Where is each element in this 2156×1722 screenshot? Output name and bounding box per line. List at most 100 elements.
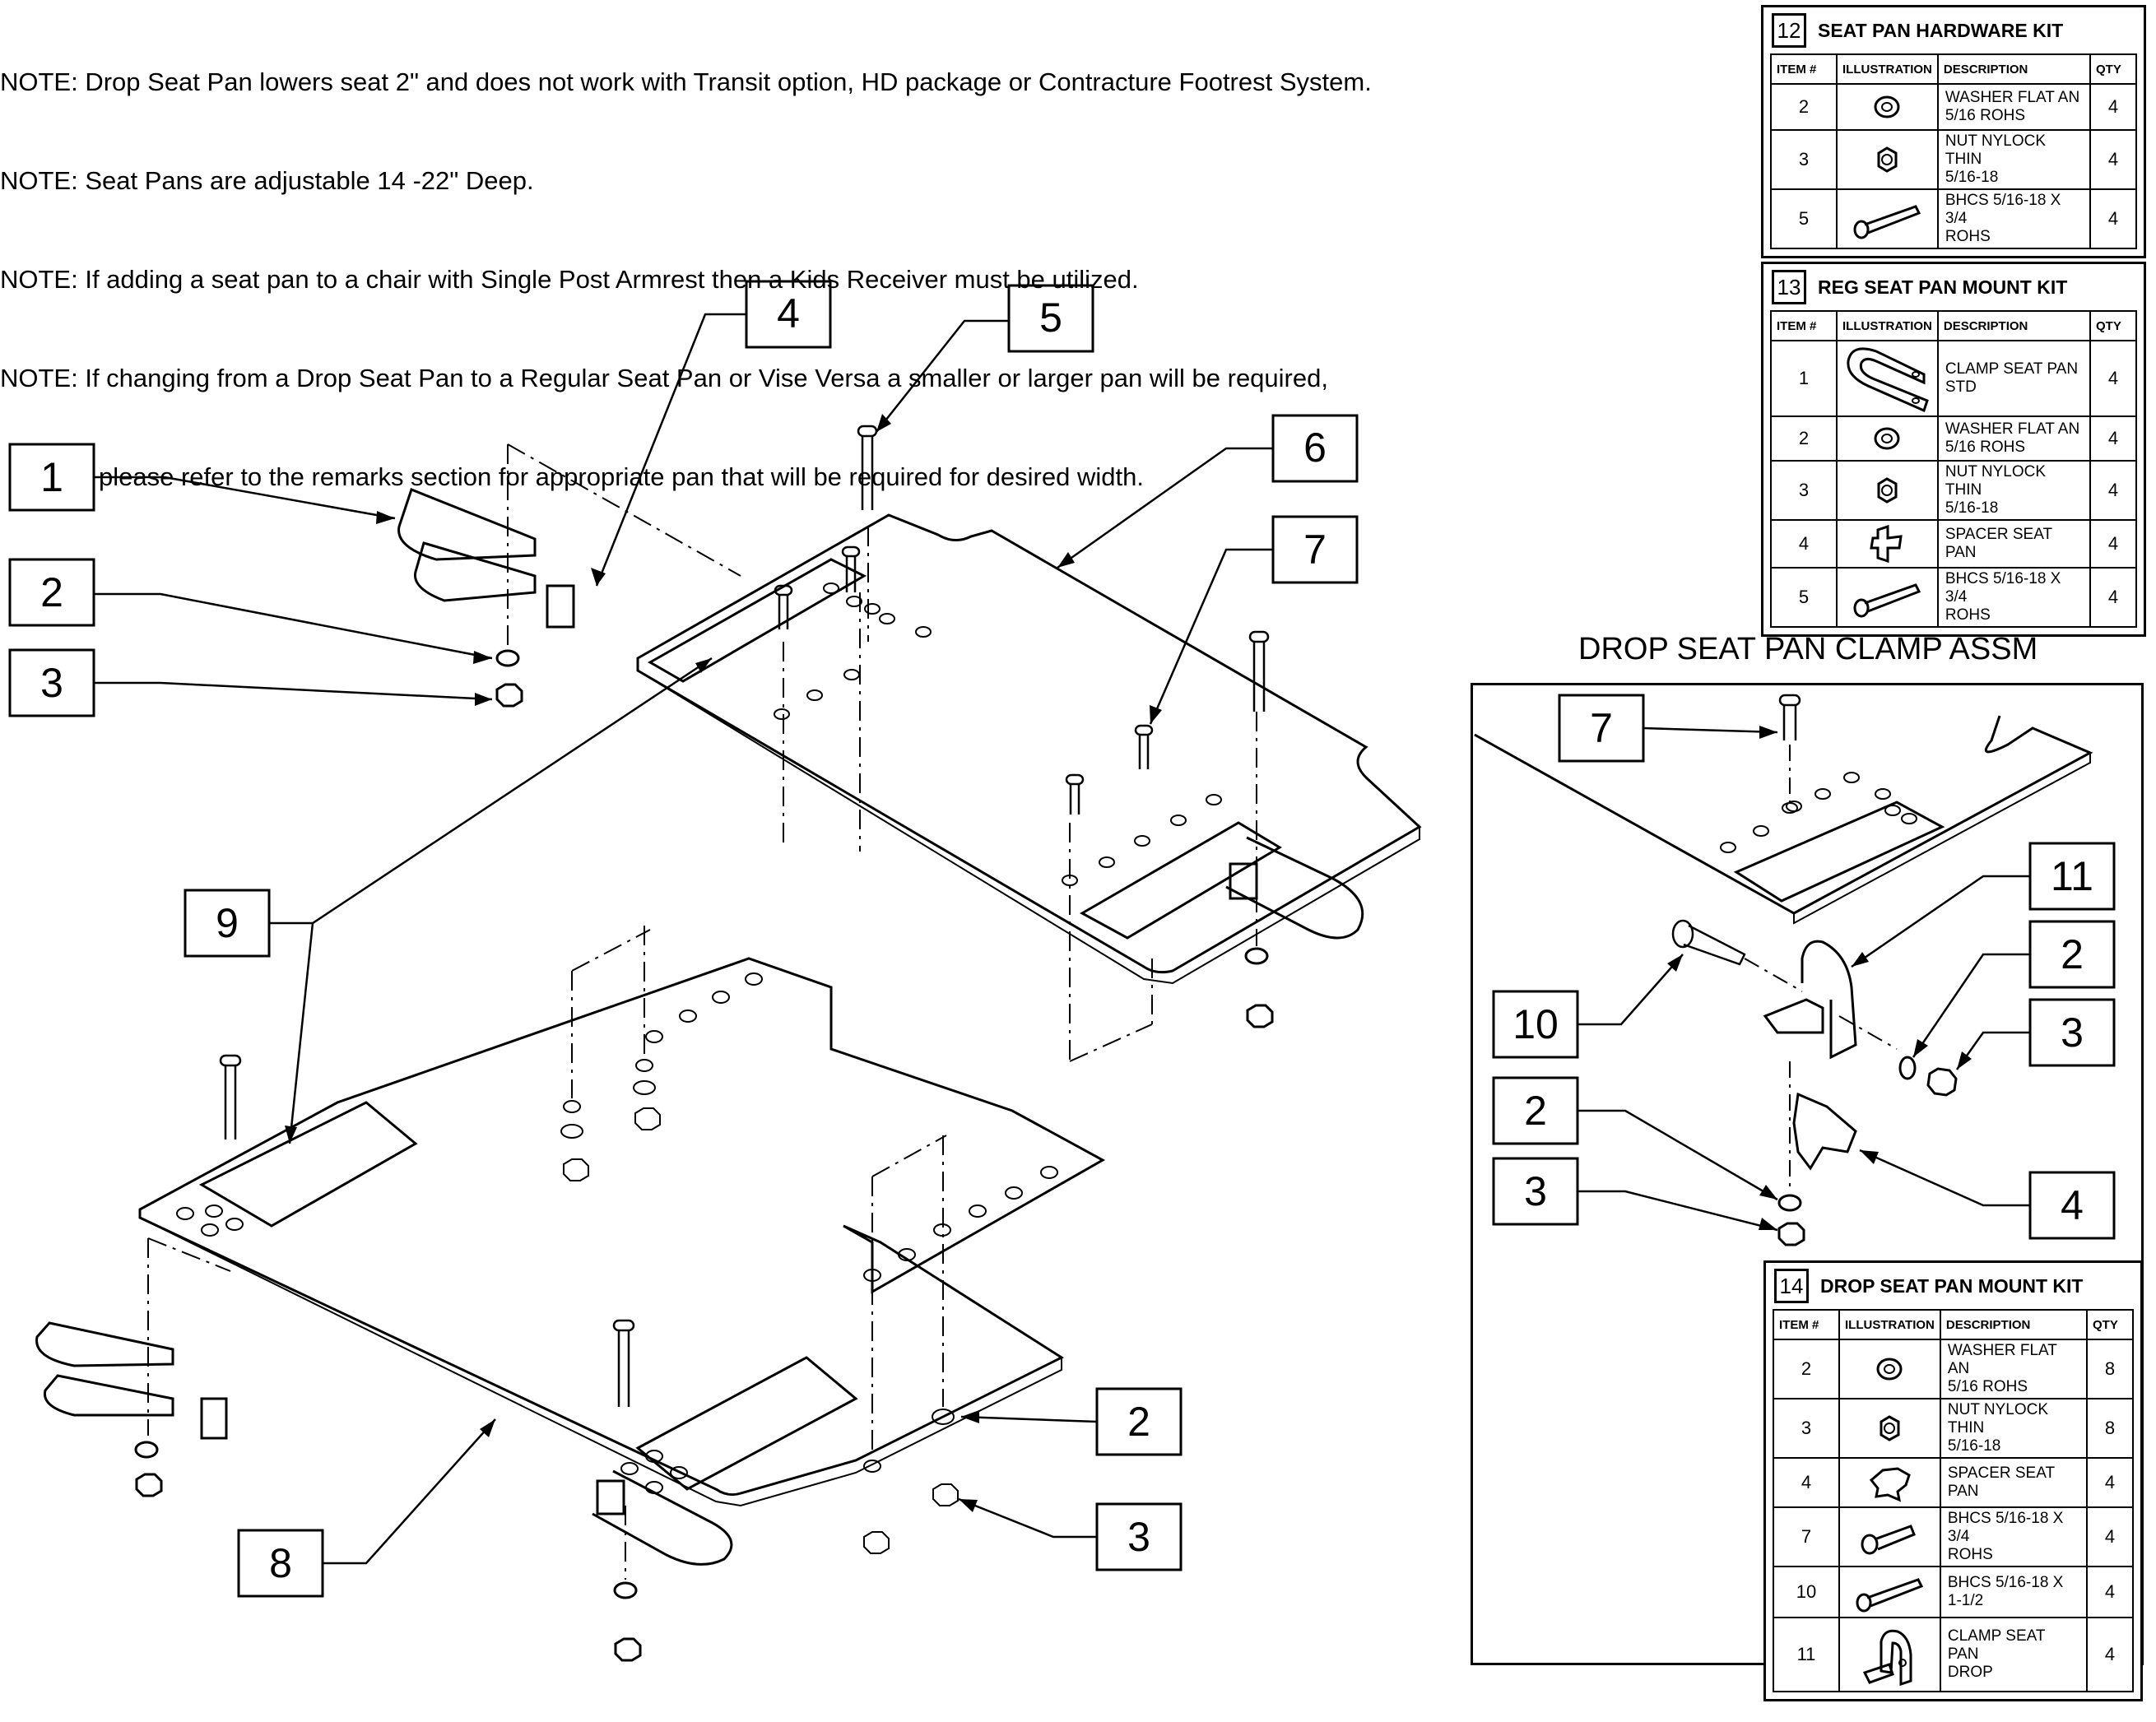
drop-clamp-icon bbox=[1763, 940, 1857, 1060]
spacer-icon bbox=[546, 584, 575, 629]
assembly-title: DROP SEAT PAN CLAMP ASSM bbox=[1578, 632, 2038, 666]
item-cell: 1 bbox=[1770, 340, 1838, 417]
spacer-icon bbox=[1792, 1092, 1857, 1171]
washer-icon bbox=[613, 1581, 638, 1599]
callout-3-lower: 3 bbox=[958, 1497, 1183, 1571]
assm-callout-3: 3 bbox=[1955, 998, 2116, 1070]
table-row: 4 SPACER SEAT PAN 4 bbox=[1770, 519, 2137, 569]
upper-pan-holes bbox=[774, 583, 1222, 886]
callout-2-lower: 2 bbox=[960, 1387, 1183, 1456]
callout-label: 3 bbox=[1524, 1168, 1547, 1214]
col-qty: QTY bbox=[2086, 1309, 2134, 1340]
drop-clamp-icon bbox=[1838, 1617, 1941, 1692]
callout-label: 2 bbox=[2061, 931, 2084, 977]
kit-title: SEAT PAN HARDWARE KIT bbox=[1818, 19, 2064, 41]
item-cell: 2 bbox=[1773, 1339, 1840, 1399]
qty-cell: 4 bbox=[2089, 567, 2137, 628]
kit-number: 12 bbox=[1772, 13, 1806, 48]
spacer-icon bbox=[1836, 519, 1939, 569]
clamp-icon bbox=[592, 1469, 733, 1566]
clamp-icon bbox=[35, 1321, 174, 1417]
col-qty: QTY bbox=[2089, 53, 2137, 85]
qty-cell: 4 bbox=[2086, 1506, 2134, 1567]
callout-label: 5 bbox=[1039, 295, 1062, 341]
assm-callout-3-lower: 3 bbox=[1492, 1157, 1778, 1232]
note-line: please refer to the remarks section for … bbox=[99, 462, 1144, 491]
callout-8: 8 bbox=[237, 1418, 496, 1598]
qty-cell: 8 bbox=[2086, 1339, 2134, 1399]
bolt-icon bbox=[774, 425, 1270, 815]
col-illustration: ILLUSTRATION bbox=[1838, 1309, 1941, 1340]
notes-block: NOTE: Drop Seat Pan lowers seat 2" and d… bbox=[0, 0, 1372, 527]
item-cell: 10 bbox=[1773, 1566, 1840, 1618]
washer-icon bbox=[495, 649, 520, 667]
spacer-icon bbox=[1838, 1457, 1941, 1508]
kit-table: ITEM # ILLUSTRATION DESCRIPTION QTY 1 CL… bbox=[1770, 310, 2137, 628]
upper-pan-pad bbox=[647, 558, 867, 683]
washer-icon bbox=[1836, 83, 1939, 131]
callout-5: 5 bbox=[876, 284, 1094, 433]
col-illustration: ILLUSTRATION bbox=[1836, 53, 1939, 85]
washer-icon bbox=[1777, 1194, 1802, 1212]
qty-cell: 4 bbox=[2089, 340, 2137, 417]
callout-label: 8 bbox=[269, 1540, 292, 1586]
item-cell: 2 bbox=[1770, 415, 1838, 462]
col-item: ITEM # bbox=[1770, 310, 1838, 341]
callout-label: 7 bbox=[1303, 527, 1327, 573]
assm-callout-2: 2 bbox=[1912, 920, 2116, 1058]
hardware-stack bbox=[560, 1059, 959, 1554]
long-bolt-icon bbox=[1671, 919, 1746, 966]
desc-cell: SPACER SEAT PAN bbox=[1936, 519, 2092, 569]
callout-label: 4 bbox=[2061, 1182, 2084, 1228]
qty-cell: 4 bbox=[2086, 1457, 2134, 1508]
assembly-pan-holes bbox=[1720, 772, 1917, 853]
washer-icon bbox=[1244, 947, 1269, 965]
callout-label: 3 bbox=[1127, 1514, 1150, 1560]
qty-cell: 4 bbox=[2089, 83, 2137, 131]
callout-label: 3 bbox=[40, 660, 63, 706]
spacer-icon bbox=[596, 1479, 625, 1515]
callout-label: 7 bbox=[1590, 705, 1613, 751]
item-cell: 3 bbox=[1770, 460, 1838, 521]
lower-pan-holes bbox=[176, 972, 1058, 1494]
item-cell: 11 bbox=[1773, 1617, 1840, 1692]
bolt-icon bbox=[1836, 567, 1939, 628]
upper-seat-pan bbox=[636, 513, 1422, 974]
col-description: DESCRIPTION bbox=[1936, 310, 2092, 341]
bolt-icon bbox=[1778, 694, 1801, 740]
callout-6: 6 bbox=[1057, 414, 1359, 569]
clamp-icon bbox=[397, 488, 537, 602]
item-cell: 3 bbox=[1773, 1398, 1840, 1459]
assm-callout-7: 7 bbox=[1558, 694, 1778, 763]
spacer-icon bbox=[200, 1397, 228, 1440]
assm-callout-2-lower: 2 bbox=[1492, 1076, 1778, 1201]
callout-3: 3 bbox=[8, 648, 493, 717]
callout-label: 2 bbox=[1524, 1088, 1547, 1134]
qty-cell: 4 bbox=[2086, 1617, 2134, 1692]
lower-pan-pad bbox=[198, 1101, 418, 1228]
washer-icon bbox=[134, 1441, 159, 1459]
qty-cell: 4 bbox=[2089, 460, 2137, 521]
callout-label: 9 bbox=[216, 900, 239, 946]
nut-icon bbox=[1838, 1398, 1941, 1459]
bolt-icon bbox=[1838, 1506, 1941, 1567]
qty-cell: 4 bbox=[2089, 519, 2137, 569]
bolt-icon bbox=[219, 1054, 635, 1407]
